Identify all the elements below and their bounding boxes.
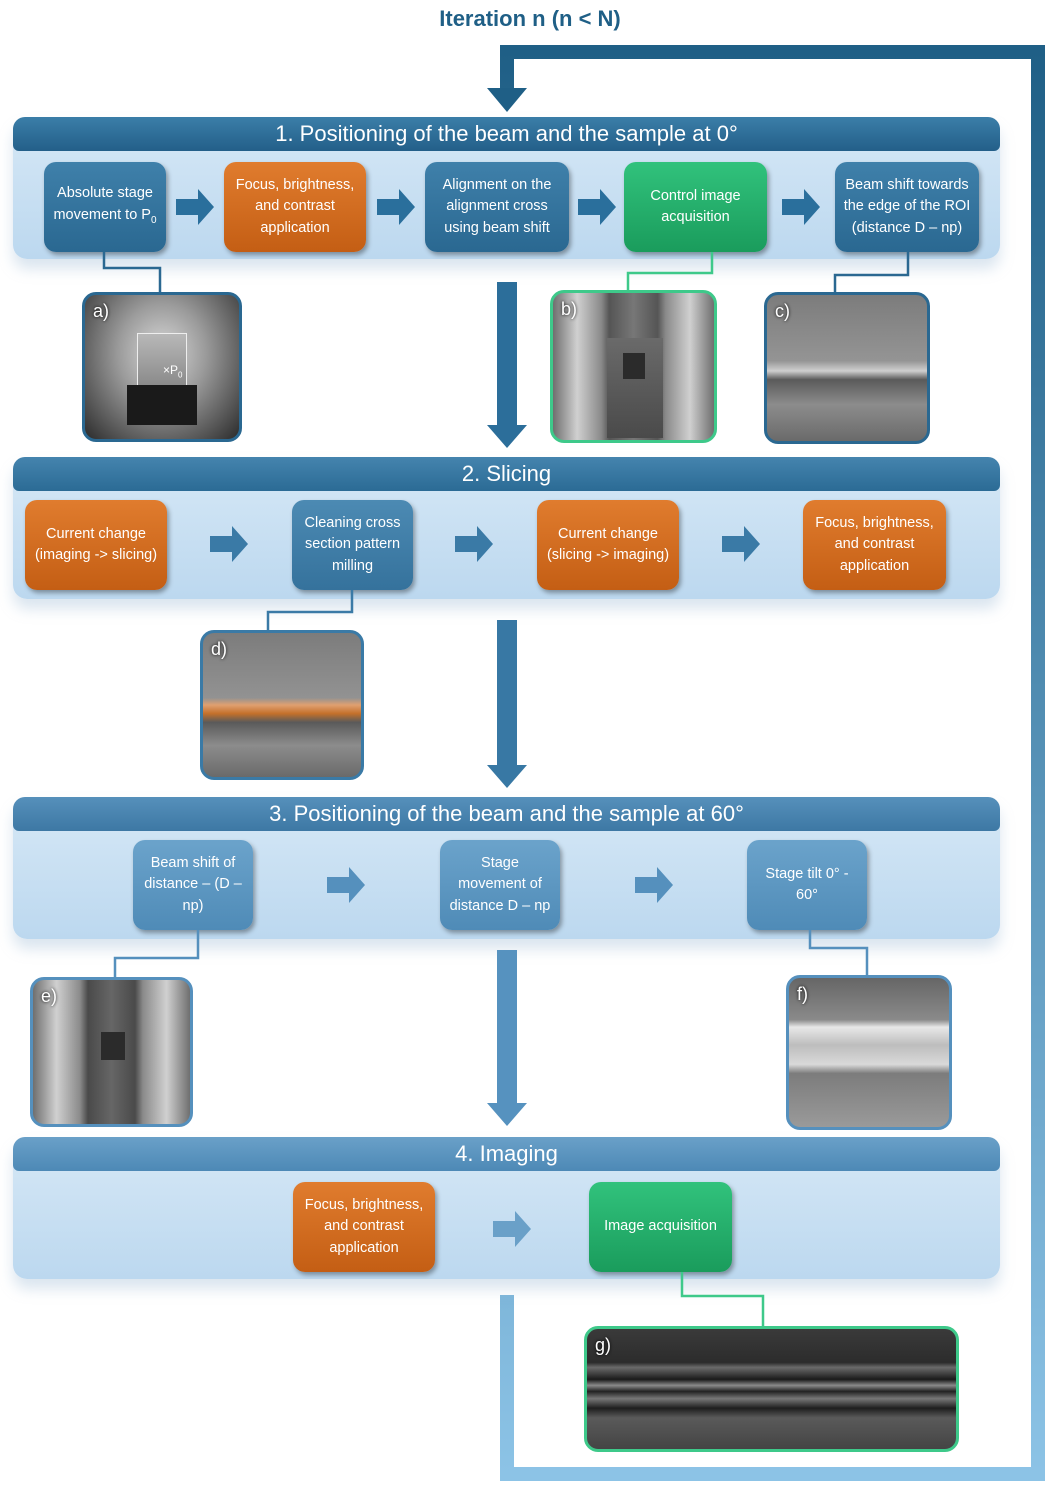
section-1-heading: 1. Positioning of the beam and the sampl… <box>13 117 1000 151</box>
sem-image-f: f) <box>786 975 952 1130</box>
section-2-heading: 2. Slicing <box>13 457 1000 491</box>
image-label-f: f) <box>797 984 808 1004</box>
arrow-1b <box>377 189 415 225</box>
step-beam-shift-edge-roi: Beam shift towards the edge of the ROI (… <box>835 162 979 252</box>
arrow-1d <box>782 189 820 225</box>
step-focus-brightness-contrast-3: Focus, brightness, and contrast applicat… <box>293 1182 435 1272</box>
arrow-1c <box>578 189 616 225</box>
arrow-3b <box>635 867 673 903</box>
p0-marker: ×P0 <box>163 363 183 380</box>
loop-entry-arrow <box>487 88 527 112</box>
step-cleaning-cross-section: Cleaning cross section pattern milling <box>292 500 413 590</box>
image-label-b: b) <box>561 299 578 319</box>
arrow-1a <box>176 189 214 225</box>
step-stage-movement-distance: Stage movement of distance D – np <box>440 840 560 930</box>
big-down-arrow-2 <box>487 620 527 788</box>
connector-b <box>626 252 714 292</box>
section-4-band: 4. Imaging <box>13 1137 1000 1279</box>
step-alignment-cross: Alignment on the alignment cross using b… <box>425 162 569 252</box>
big-down-arrow-1 <box>487 282 527 448</box>
sem-image-b: b) <box>550 290 717 443</box>
connector-e <box>113 930 200 978</box>
section-3-heading: 3. Positioning of the beam and the sampl… <box>13 797 1000 831</box>
trench-a <box>127 385 197 425</box>
arrow-2c <box>722 526 760 562</box>
arrow-4a <box>493 1211 531 1247</box>
sample-block-a <box>137 333 187 387</box>
image-label-d: d) <box>211 639 228 659</box>
big-down-arrow-3 <box>487 950 527 1126</box>
image-label-g: g) <box>595 1335 612 1355</box>
step-image-acquisition: Image acquisition <box>589 1182 732 1272</box>
step-focus-brightness-contrast-2: Focus, brightness, and contrast applicat… <box>803 500 946 590</box>
image-label-a: a) <box>93 301 110 321</box>
image-label-e: e) <box>41 986 58 1006</box>
sem-image-d: d) <box>200 630 364 780</box>
connector-f <box>808 930 869 975</box>
step-stage-tilt: Stage tilt 0° - 60° <box>747 840 867 930</box>
connector-g <box>680 1272 765 1326</box>
step-current-change-slicing-imaging: Current change (slicing -> imaging) <box>537 500 679 590</box>
step-control-image-acquisition: Control image acquisition <box>624 162 767 252</box>
step-beam-shift-distance: Beam shift of distance – (D – np) <box>133 840 253 930</box>
sem-image-a: a) ×P0 <box>82 292 242 442</box>
sem-image-g: g) <box>584 1326 959 1452</box>
connector-a <box>102 252 162 292</box>
alignment-cross-e <box>101 1032 125 1060</box>
arrow-3a <box>327 867 365 903</box>
step-current-change-imaging-slicing: Current change (imaging -> slicing) <box>25 500 167 590</box>
arrow-2b <box>455 526 493 562</box>
connector-c <box>833 252 910 294</box>
step-focus-brightness-contrast-1: Focus, brightness, and contrast applicat… <box>224 162 366 252</box>
arrow-2a <box>210 526 248 562</box>
iteration-title: Iteration n (n < N) <box>439 6 621 31</box>
image-label-c: c) <box>775 301 790 321</box>
step-absolute-stage-movement: Absolute stage movement to P0 <box>44 162 166 252</box>
sem-image-c: c) <box>764 292 930 444</box>
section-4-heading: 4. Imaging <box>13 1137 1000 1171</box>
alignment-cross-b <box>623 353 645 379</box>
sem-image-e: e) <box>30 977 193 1127</box>
connector-d <box>266 590 354 630</box>
